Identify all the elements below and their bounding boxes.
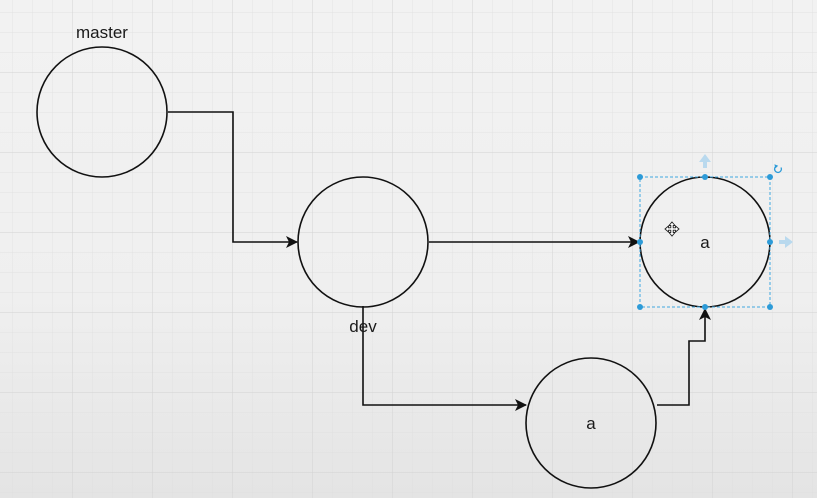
resize-handle-top-right[interactable] (767, 174, 773, 180)
node-dev-label: dev (349, 317, 377, 336)
resize-handle-bottom-left[interactable] (637, 304, 643, 310)
node-a-bottom-label: a (586, 414, 596, 433)
connect-arrow-right-icon[interactable] (779, 236, 793, 248)
edge-dev-to-a-bottom[interactable] (362, 306, 527, 411)
edge-a-bottom-to-a-top[interactable] (657, 308, 711, 406)
resize-handle-top-left[interactable] (637, 174, 643, 180)
node-master[interactable]: master (36, 23, 168, 178)
resize-handle-bottom-right[interactable] (767, 304, 773, 310)
node-a-selected-label: a (700, 233, 710, 252)
node-dev[interactable]: dev (297, 176, 429, 336)
resize-handle-right[interactable] (767, 239, 773, 245)
resize-handle-bottom[interactable] (702, 304, 708, 310)
resize-handle-left[interactable] (637, 239, 643, 245)
node-a-bottom-circle[interactable] (525, 357, 657, 489)
edge-master-to-dev[interactable] (168, 111, 298, 248)
node-a-bottom[interactable]: a (525, 357, 657, 489)
selection-overlay[interactable] (637, 154, 793, 310)
node-dev-circle[interactable] (297, 176, 429, 308)
rotate-icon[interactable] (773, 164, 783, 174)
resize-handle-top[interactable] (702, 174, 708, 180)
move-cursor-icon (664, 221, 680, 237)
node-master-label: master (76, 23, 128, 42)
node-master-circle[interactable] (36, 46, 168, 178)
connect-arrow-up-icon[interactable] (699, 154, 711, 168)
